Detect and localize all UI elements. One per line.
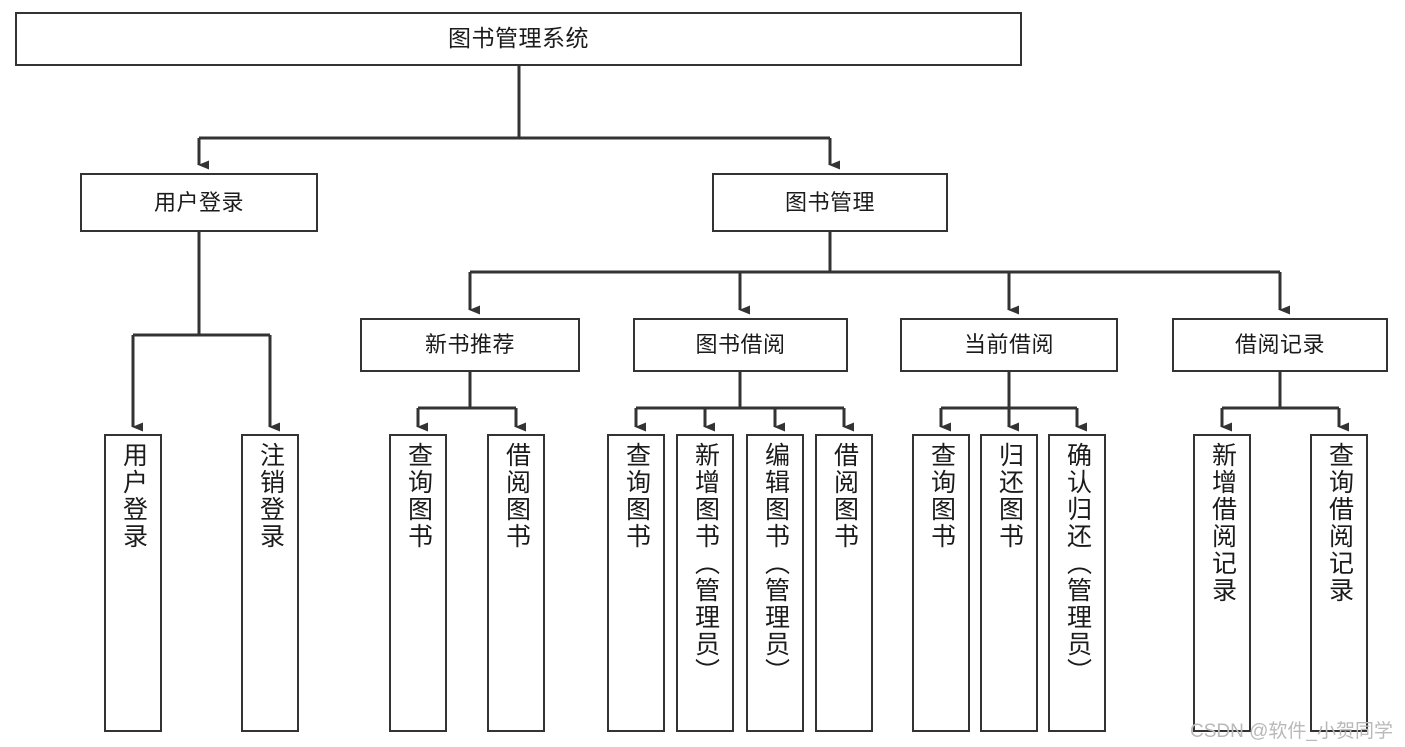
node-label: 查询图书 [927,442,956,550]
node-label: 新增图书（管理员） [691,442,720,685]
watermark-text: CSDN @软件_小贺同学 [1190,721,1393,742]
leaf-confirm-return-admin[interactable]: 确认归还（管理员） [1048,434,1106,732]
node-label: 借阅记录 [1234,332,1325,358]
node-label: 图书借阅 [695,332,786,358]
node-root-system[interactable]: 图书管理系统 [15,12,1022,66]
leaf-user-login[interactable]: 用户登录 [104,434,162,732]
leaf-edit-book-admin[interactable]: 编辑图书（管理员） [746,434,804,732]
node-book-borrow[interactable]: 图书借阅 [633,318,848,372]
leaf-query-book-borrow[interactable]: 查询图书 [607,434,665,732]
node-borrow-record[interactable]: 借阅记录 [1172,318,1388,372]
node-current-borrow[interactable]: 当前借阅 [900,318,1118,372]
leaf-add-book-admin[interactable]: 新增图书（管理员） [676,434,734,732]
node-label: 用户登录 [153,189,244,215]
node-label: 确认归还（管理员） [1063,442,1092,685]
node-label: 图书管理 [784,189,875,215]
leaf-return-book[interactable]: 归还图书 [980,434,1038,732]
leaf-add-borrow-record[interactable]: 新增借阅记录 [1193,434,1251,732]
node-label: 归还图书 [995,442,1024,550]
node-label: 图书管理系统 [448,25,589,52]
leaf-borrow-book[interactable]: 借阅图书 [815,434,873,732]
node-label: 编辑图书（管理员） [761,442,790,685]
node-label: 新增借阅记录 [1208,442,1237,604]
leaf-query-book-current[interactable]: 查询图书 [912,434,970,732]
leaf-logout-login[interactable]: 注销登录 [241,434,299,732]
node-label: 借阅图书 [830,442,859,550]
node-book-management[interactable]: 图书管理 [712,173,948,232]
node-label: 查询图书 [404,442,433,550]
node-label: 注销登录 [256,442,285,550]
node-label: 查询借阅记录 [1325,442,1354,604]
leaf-query-book-recommend[interactable]: 查询图书 [389,434,447,732]
node-new-book-recommend[interactable]: 新书推荐 [360,318,580,372]
node-label: 用户登录 [119,442,148,550]
node-label: 当前借阅 [963,332,1054,358]
leaf-borrow-book-recommend[interactable]: 借阅图书 [487,434,545,732]
node-label: 查询图书 [622,442,651,550]
node-user-login[interactable]: 用户登录 [80,173,318,232]
node-label: 新书推荐 [424,332,515,358]
leaf-query-borrow-record[interactable]: 查询借阅记录 [1310,434,1368,732]
node-label: 借阅图书 [502,442,531,550]
